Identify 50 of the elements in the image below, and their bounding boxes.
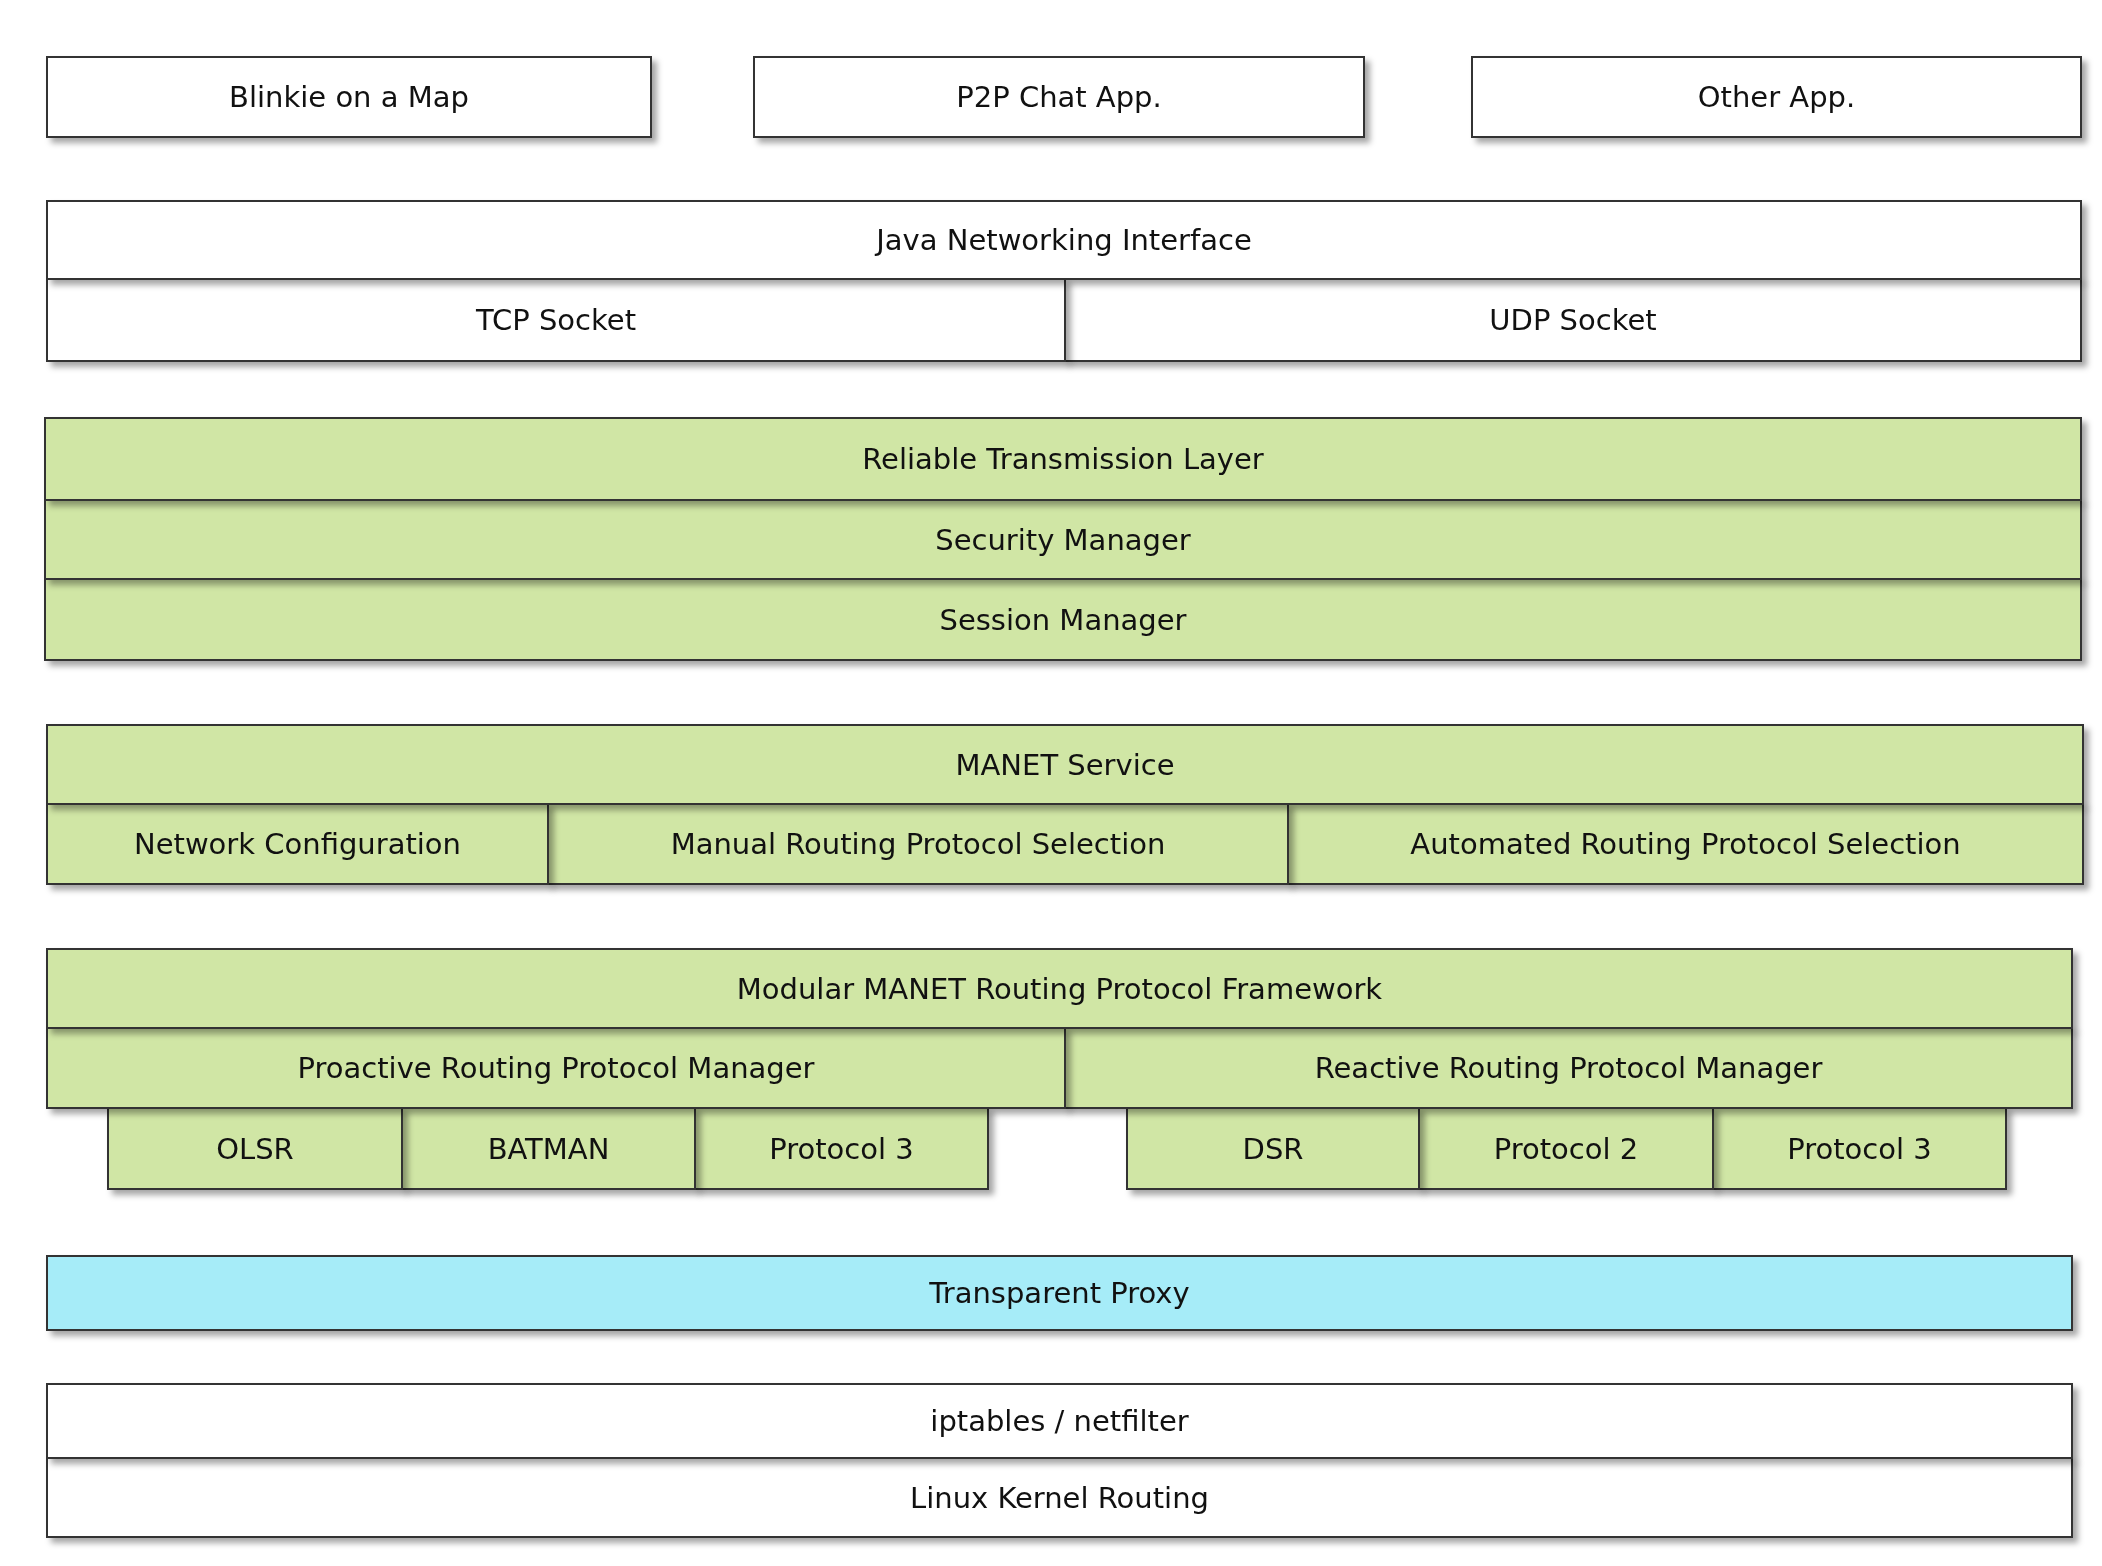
layer-name: Session Manager <box>939 602 1187 637</box>
layer-name: Reliable Transmission Layer <box>862 442 1264 476</box>
layer-box <box>1287 803 2084 885</box>
layer-name: Java Networking Interface <box>876 223 1252 257</box>
layer-name: MANET Service <box>955 747 1175 782</box>
layer-name: Transparent Proxy <box>929 1276 1190 1310</box>
layer-box <box>1126 1107 1420 1190</box>
layer-name: Manual Routing Protocol Selection <box>670 827 1166 861</box>
layer-box <box>44 417 2082 501</box>
layer-name: Protocol 3 <box>769 1131 914 1166</box>
layer-name: Automated Routing Protocol Selection <box>1410 827 1961 861</box>
layer-name: Modular MANET Routing Protocol Framework <box>736 971 1383 1006</box>
layer-name: OLSR <box>216 1131 294 1166</box>
layer-box <box>46 1255 2073 1331</box>
layer-name: Reactive Routing Protocol Manager <box>1314 1051 1823 1085</box>
layer-name: BATMAN <box>487 1131 610 1166</box>
layer-box <box>1712 1107 2007 1190</box>
layer-name: Other App. <box>1697 80 1856 114</box>
layer-box <box>46 278 1066 362</box>
layer-name: iptables / netfilter <box>930 1404 1189 1438</box>
layer-name: Linux Kernel Routing <box>910 1480 1209 1515</box>
layer-box <box>46 1383 2073 1459</box>
layer-box <box>46 56 652 138</box>
layer-box <box>44 578 2082 661</box>
layer-box <box>1064 1027 2073 1109</box>
layer-box <box>46 1457 2073 1538</box>
layer-name: TCP Socket <box>475 303 636 337</box>
layer-box <box>753 56 1365 138</box>
layer-name: Protocol 2 <box>1493 1131 1639 1166</box>
layer-name: Security Manager <box>935 522 1191 557</box>
layer-box <box>1418 1107 1714 1190</box>
layer-name: DSR <box>1242 1131 1304 1166</box>
layer-box <box>401 1107 696 1190</box>
layer-box <box>44 499 2082 580</box>
layer-box <box>1064 278 2082 362</box>
layer-box <box>694 1107 989 1190</box>
layer-name: P2P Chat App. <box>956 80 1162 114</box>
layer-box <box>107 1107 403 1190</box>
layer-box <box>46 948 2073 1029</box>
layer-name: Network Configuration <box>134 827 461 861</box>
layer-box <box>46 724 2084 805</box>
layer-name: Protocol 3 <box>1787 1131 1932 1166</box>
layer-box <box>547 803 1289 885</box>
layer-box <box>46 200 2082 280</box>
layer-name: UDP Socket <box>1489 303 1657 337</box>
layer-name: Proactive Routing Protocol Manager <box>297 1051 815 1085</box>
layer-box <box>46 803 549 885</box>
layer-box <box>1471 56 2082 138</box>
layer-name: Blinkie on a Map <box>229 80 469 114</box>
layer-box <box>46 1027 1066 1109</box>
